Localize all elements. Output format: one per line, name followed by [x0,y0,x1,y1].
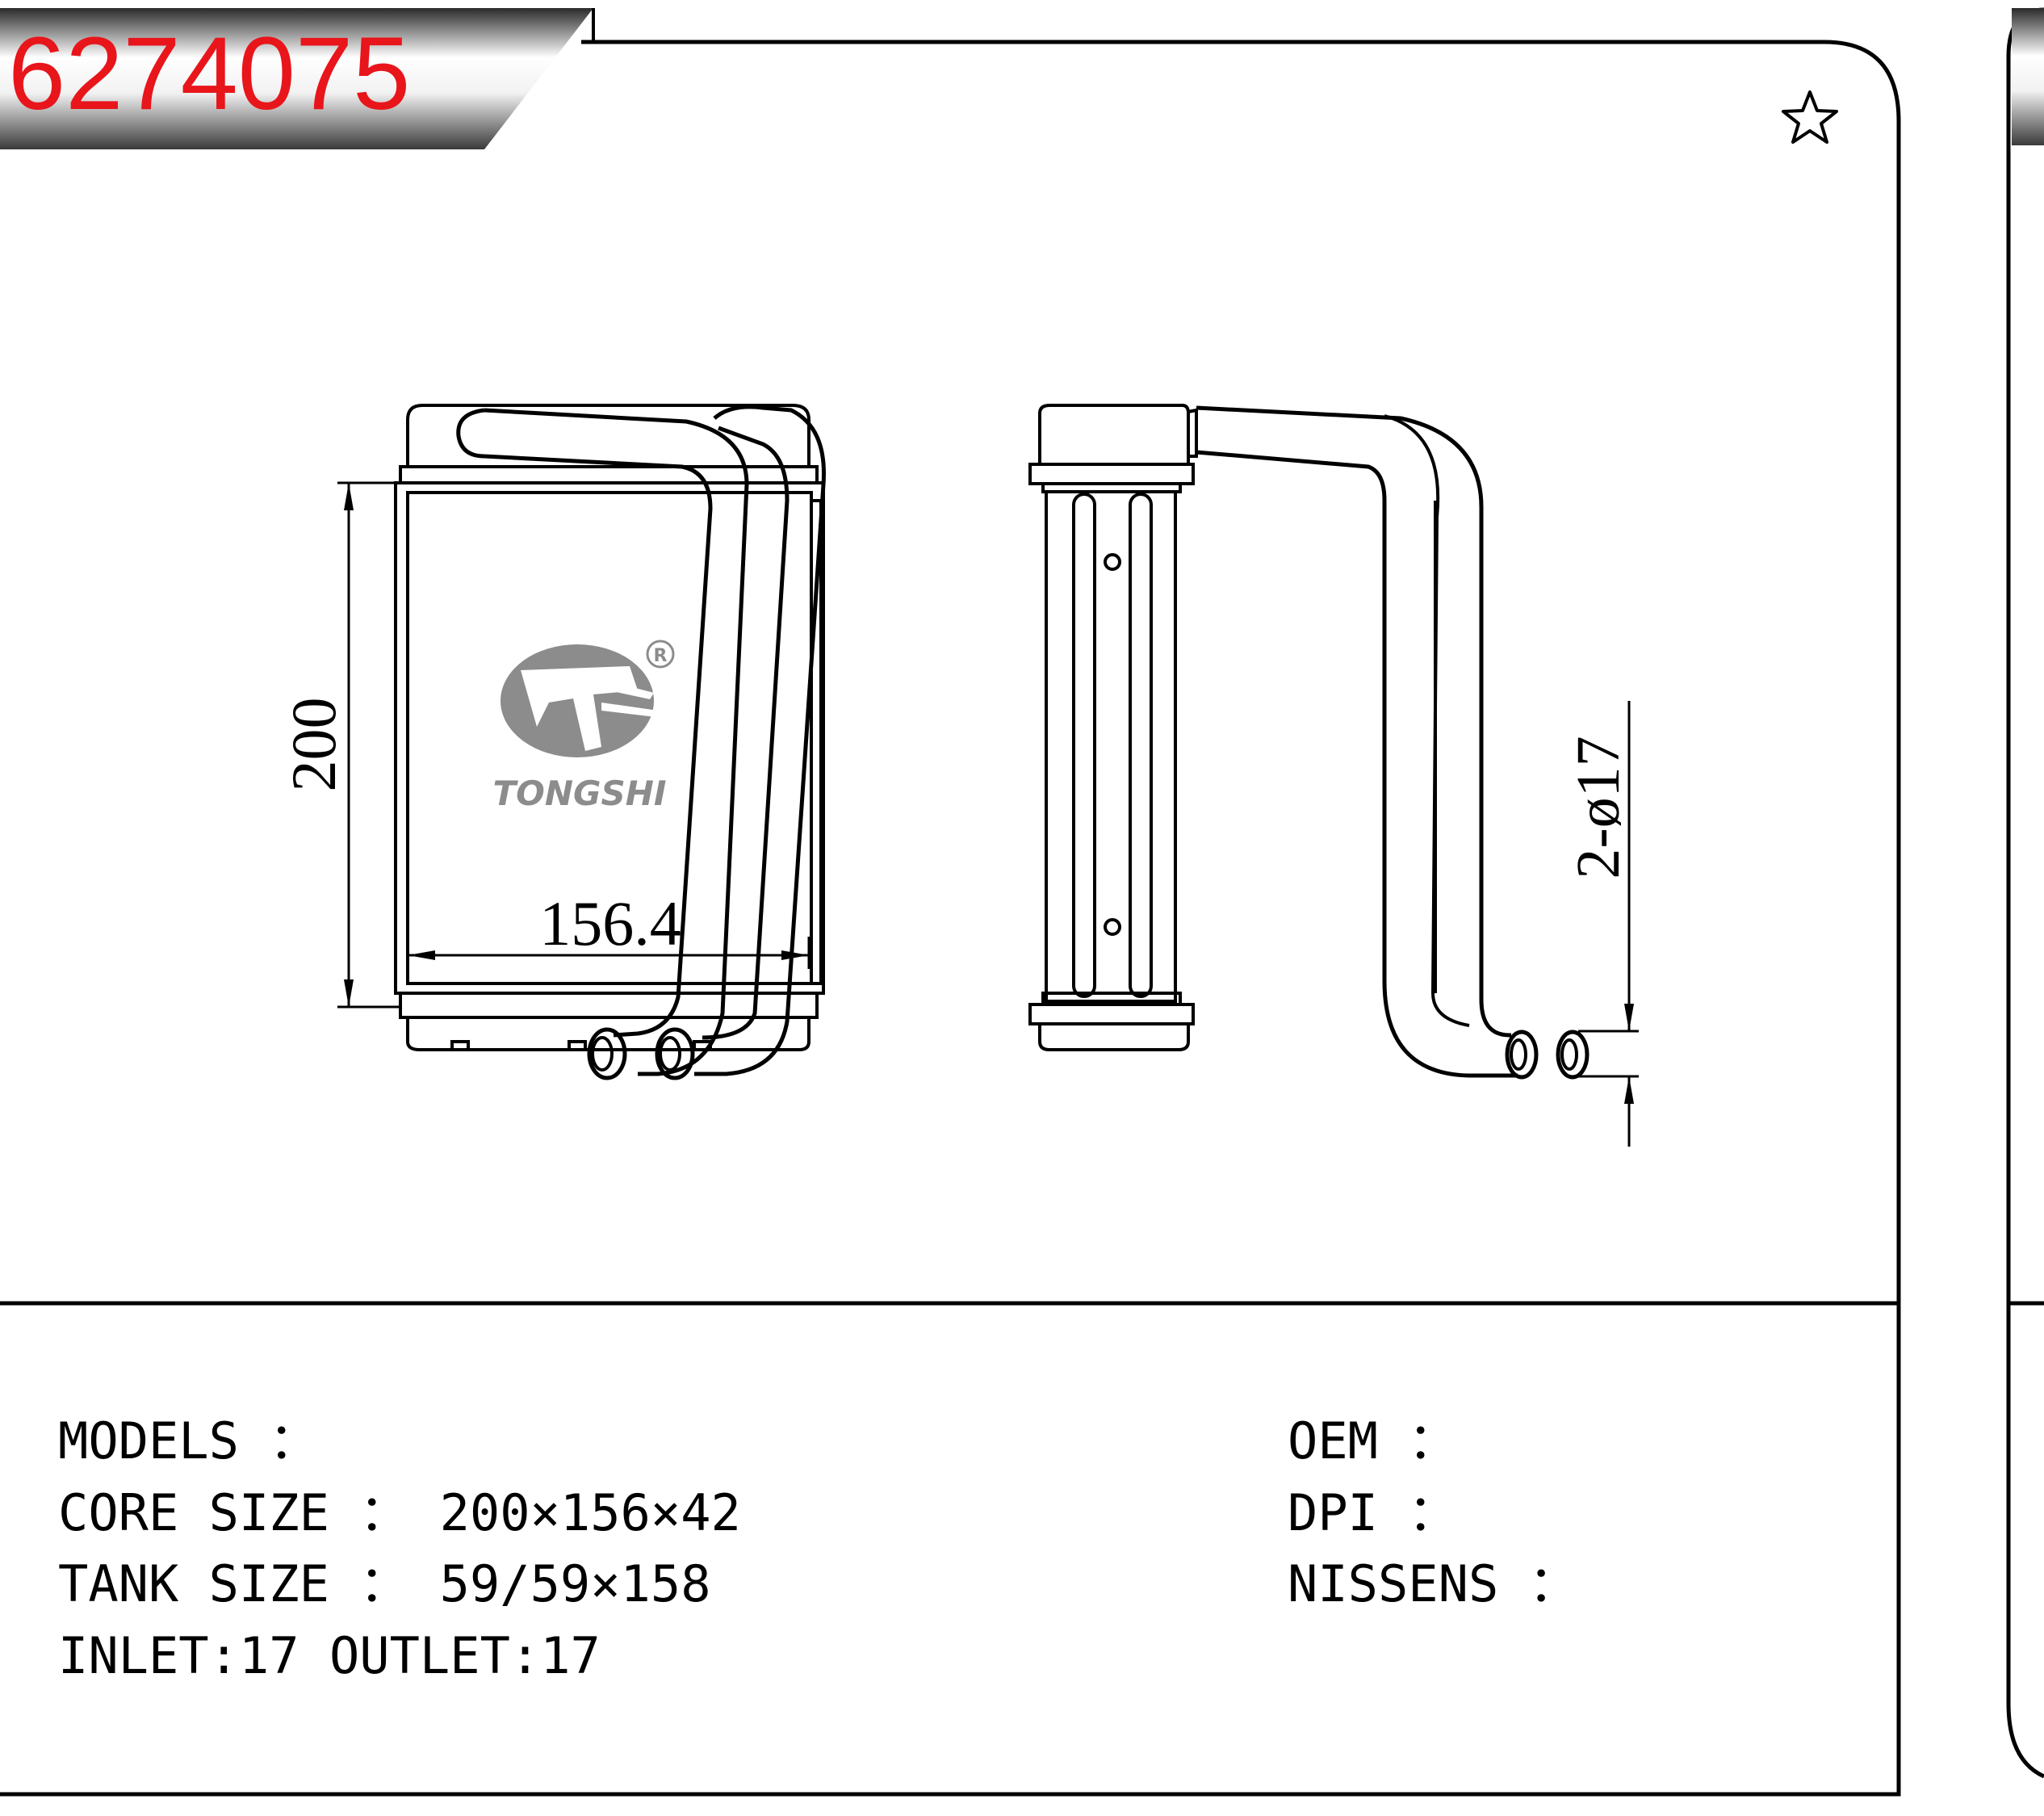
width-dimension-label: 156.4 [539,888,681,958]
spec-table: MODELS ： CORE SIZE ： 200×156×42 TANK SIZ… [58,1411,1579,1685]
width-dimension [406,937,810,969]
side-top-flange [1028,463,1195,485]
height-dimension [337,481,400,1009]
star-outline-icon[interactable] [1782,90,1838,144]
pipe-diameter-dimension [1578,701,1639,1147]
part-number: 6274075 [8,16,410,132]
side-view [1028,404,1590,1080]
side-pipe-end-1 [1505,1030,1539,1080]
side-pipe-inner [1196,450,1518,1078]
bottom-header-plate [399,992,819,1019]
adjacent-sheet-edge [2006,7,2044,1779]
sheet-frame [0,40,1901,1797]
inlet-pipe-end [587,1027,627,1080]
tongshi-logo-text: TONGSHI [492,774,666,813]
side-pipe-end-2 [1556,1030,1590,1080]
spec-nissens: NISSENS ： [1288,1554,1579,1613]
spec-inlet-outlet: INLET:17 OUTLET:17 [58,1626,601,1685]
pipe-diameter-label: 2-ø17 [1564,736,1632,879]
outlet-pipe-end [655,1027,695,1080]
adjacent-banner [2012,8,2044,145]
tongshi-logo: R TONGSHI [492,640,675,813]
side-pipe-outer [1196,405,1511,1038]
spec-models: MODELS ： [58,1411,319,1470]
side-bottom-flange [1028,1003,1195,1025]
bottom-tank [406,1017,810,1051]
spec-core-size: CORE SIZE ： 200×156×42 [58,1483,741,1542]
outlet-pipe [694,405,826,1076]
inlet-pipe [484,408,749,1076]
front-view [394,404,826,1080]
spec-dpi: DPI ： [1288,1483,1458,1542]
height-dimension-label: 200 [279,698,349,792]
top-header-plate [399,465,819,484]
side-core [1045,490,1177,1003]
side-top-tank [1038,404,1190,464]
part-number-banner: 6274075 [0,8,595,149]
side-bottom-tank [1038,1024,1190,1051]
spec-oem: OEM ： [1288,1411,1458,1470]
top-tank [406,404,810,467]
registered-mark: R [654,646,668,666]
spec-tank-size: TANK SIZE ： 59/59×158 [58,1554,711,1613]
